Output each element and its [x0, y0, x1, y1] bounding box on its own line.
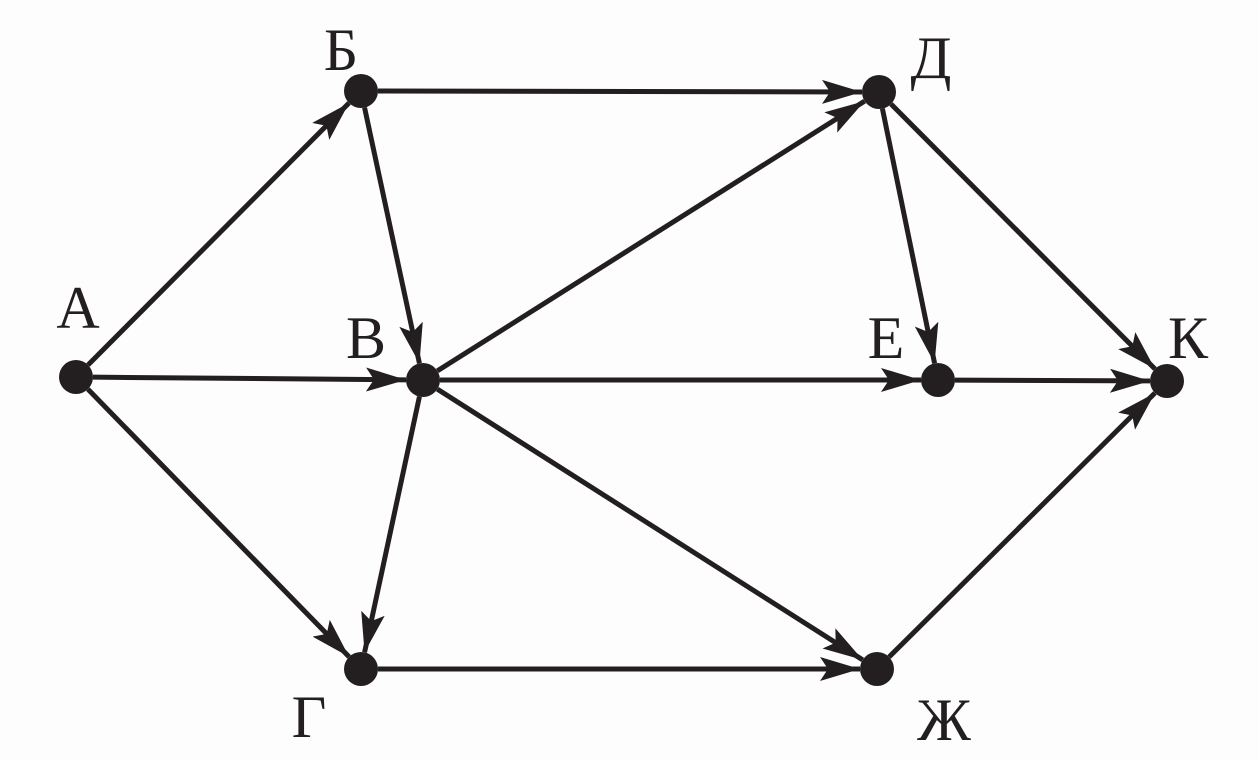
- node-K: [1150, 364, 1184, 398]
- node-label-K: К: [1168, 305, 1209, 371]
- node-label-B: Б: [324, 17, 358, 83]
- node-label-A: А: [56, 275, 99, 341]
- node-D: [862, 75, 896, 109]
- node-label-E: Е: [868, 305, 905, 371]
- edge-V-to-G: [361, 396, 422, 653]
- node-label-G: Г: [292, 684, 327, 750]
- node-label-D: Д: [911, 25, 952, 91]
- edge-B-to-V: [362, 107, 423, 364]
- edge-Zh-to-K: [887, 391, 1157, 659]
- node-label-V: В: [346, 305, 386, 371]
- node-label-Zh: Ж: [917, 687, 971, 753]
- node-B: [344, 74, 378, 108]
- node-A: [59, 360, 93, 394]
- edge-V-to-Zh: [435, 387, 865, 662]
- node-Zh: [860, 652, 894, 686]
- nodes-layer: [59, 74, 1184, 686]
- node-E: [921, 363, 955, 397]
- edge-A-to-G: [86, 387, 351, 659]
- labels-layer: А Б В Г Д Е Ж К: [56, 17, 1209, 753]
- edge-A-to-B: [86, 101, 351, 367]
- edges-layer: [86, 79, 1157, 681]
- node-V: [406, 363, 440, 397]
- edge-E-to-K: [954, 368, 1151, 393]
- edge-V-to-D: [436, 98, 866, 374]
- node-G: [344, 652, 378, 686]
- edge-D-to-E: [879, 108, 939, 364]
- edge-B-to-D: [377, 79, 863, 104]
- edge-D-to-K: [889, 102, 1157, 371]
- edge-A-to-V: [92, 367, 407, 392]
